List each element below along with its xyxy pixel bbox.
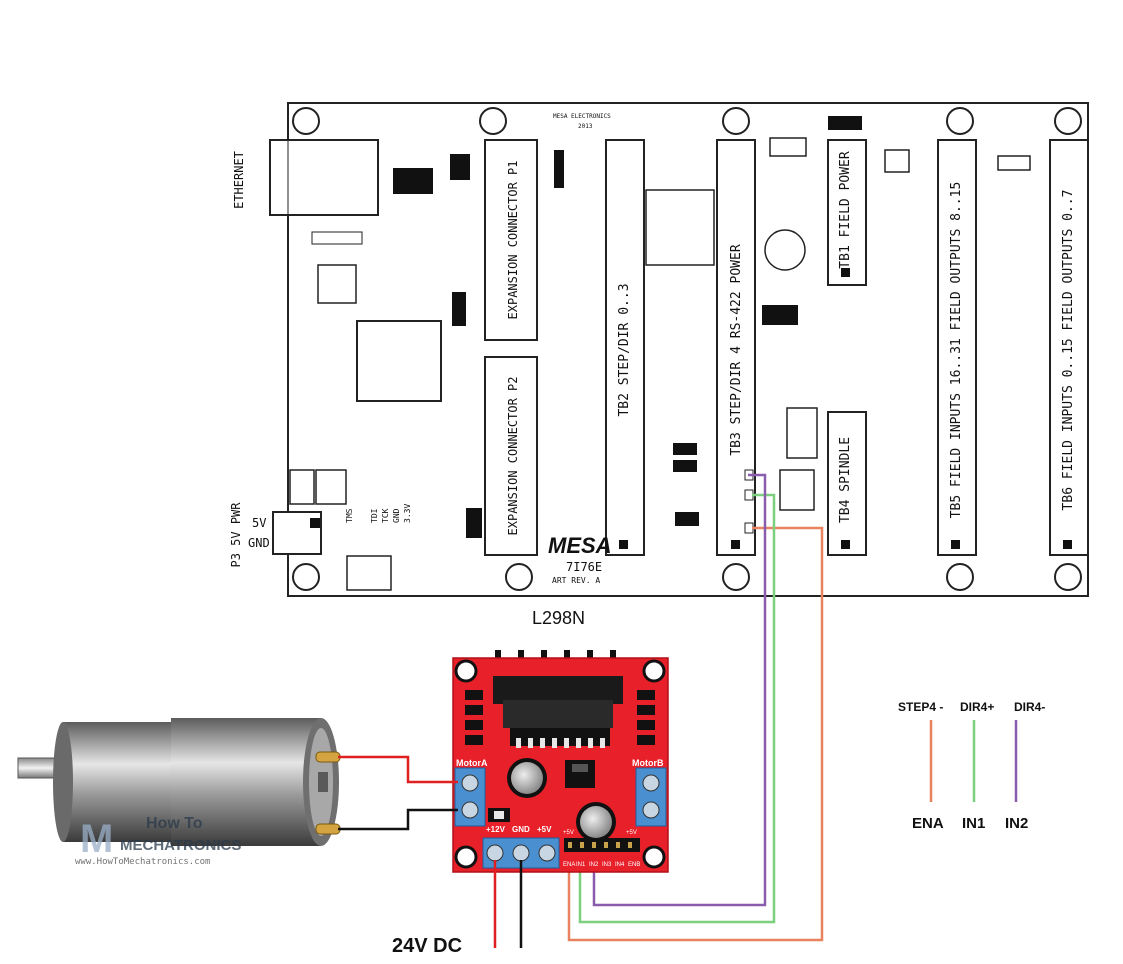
expansion-connector-p1 bbox=[484, 139, 538, 341]
pin-enb-label: ENB bbox=[628, 862, 640, 868]
wire-dir4m-in2 bbox=[592, 473, 767, 907]
jtag-gnd-label: GND bbox=[392, 508, 401, 523]
motor-wire-black bbox=[338, 808, 458, 831]
plus12v-label: +12V bbox=[486, 825, 506, 834]
l298n-driver-board: MotorA MotorB +12V GND +5V +5V +5V ENA I… bbox=[452, 650, 669, 873]
plus5v-left-label: +5V bbox=[563, 830, 574, 836]
wire-dir4p-in1 bbox=[578, 493, 776, 924]
p2-label: EXPANSION CONNECTOR P2 bbox=[506, 377, 520, 536]
terminal-tb4 bbox=[827, 411, 867, 556]
dc-gear-motor bbox=[17, 718, 341, 846]
plus5v-right-label: +5V bbox=[626, 830, 637, 836]
pin-in1-label: IN1 bbox=[576, 862, 586, 868]
pin-ena-label: ENA bbox=[563, 862, 575, 868]
expansion-connector-p2 bbox=[484, 356, 538, 556]
l298n-title: L298N bbox=[532, 608, 585, 628]
legend-dir4p: DIR4+ bbox=[960, 700, 994, 714]
watermark-line1: How To bbox=[146, 815, 203, 832]
mesa-logo: MESA bbox=[548, 533, 612, 558]
maker-text: MESA ELECTRONICS bbox=[553, 113, 611, 120]
terminal-tb2 bbox=[605, 139, 645, 556]
plus5v-label: +5V bbox=[537, 825, 552, 834]
signal-legend: STEP4 - DIR4+ DIR4- ENA IN1 IN2 bbox=[898, 700, 1045, 832]
model-text: 7I76E bbox=[566, 560, 602, 574]
legend-in1: IN1 bbox=[962, 815, 985, 832]
p3-5v-label: 5V bbox=[252, 516, 266, 530]
tb2-label: TB2 STEP/DIR 0..3 bbox=[617, 283, 632, 416]
terminal-tb6 bbox=[1049, 139, 1089, 556]
watermark-url: www.HowToMechatronics.com bbox=[75, 857, 210, 867]
control-header bbox=[564, 838, 640, 852]
motor-wire-red bbox=[338, 755, 458, 784]
legend-step4: STEP4 - bbox=[898, 700, 943, 714]
legend-in2: IN2 bbox=[1005, 815, 1028, 832]
terminal-tb1 bbox=[827, 139, 867, 286]
terminal-tb5 bbox=[937, 139, 977, 556]
tb6-label: TB6 FIELD INPUTS 0..15 FIELD OUTPUTS 0..… bbox=[1061, 190, 1076, 511]
legend-ena: ENA bbox=[912, 815, 944, 832]
p3-power-label: P3 5V PWR bbox=[229, 502, 243, 568]
pin-in4-label: IN4 bbox=[615, 862, 625, 868]
tb3-label: TB3 STEP/DIR 4 RS-422 POWER bbox=[729, 244, 744, 455]
wire-step4-ena bbox=[567, 526, 824, 942]
tb5-label: TB5 FIELD INPUTS 16..31 FIELD OUTPUTS 8.… bbox=[949, 182, 964, 519]
tb1-label: TB1 FIELD POWER bbox=[838, 151, 853, 269]
mesa-7i76e-board: ETHERNET P3 5V PWR 5V GND TMS T bbox=[229, 102, 1089, 597]
gnd-label: GND bbox=[512, 825, 530, 834]
pin-in2-label: IN2 bbox=[589, 862, 599, 868]
motor-a-label: MotorA bbox=[456, 758, 488, 768]
power-label: 24V DC bbox=[392, 935, 462, 957]
ethernet-jack bbox=[269, 139, 379, 216]
howtomechatronics-watermark: M How To MECHATRONICS www.HowToMechatron… bbox=[75, 815, 241, 867]
watermark-line2: MECHATRONICS bbox=[120, 837, 241, 854]
p3-gnd-label: GND bbox=[248, 536, 270, 550]
year-text: 2013 bbox=[578, 123, 593, 130]
terminal-tb3 bbox=[716, 139, 756, 556]
p1-label: EXPANSION CONNECTOR P1 bbox=[506, 161, 520, 320]
motor-b-label: MotorB bbox=[632, 758, 664, 768]
jtag-tdi-label: TDI bbox=[370, 508, 379, 523]
jtag-tms-label: TMS bbox=[345, 508, 354, 523]
pin-in3-label: IN3 bbox=[602, 862, 612, 868]
ethernet-label: ETHERNET bbox=[232, 151, 246, 209]
watermark-logo-mark: M bbox=[80, 817, 113, 861]
tb4-label: TB4 SPINDLE bbox=[838, 437, 853, 523]
signal-wires bbox=[567, 473, 824, 942]
legend-dir4m: DIR4- bbox=[1014, 700, 1045, 714]
rev-text: ART REV. A bbox=[552, 576, 600, 585]
jtag-tck-label: TCK bbox=[381, 508, 390, 523]
jtag-3v3-label: 3.3V bbox=[403, 504, 412, 523]
